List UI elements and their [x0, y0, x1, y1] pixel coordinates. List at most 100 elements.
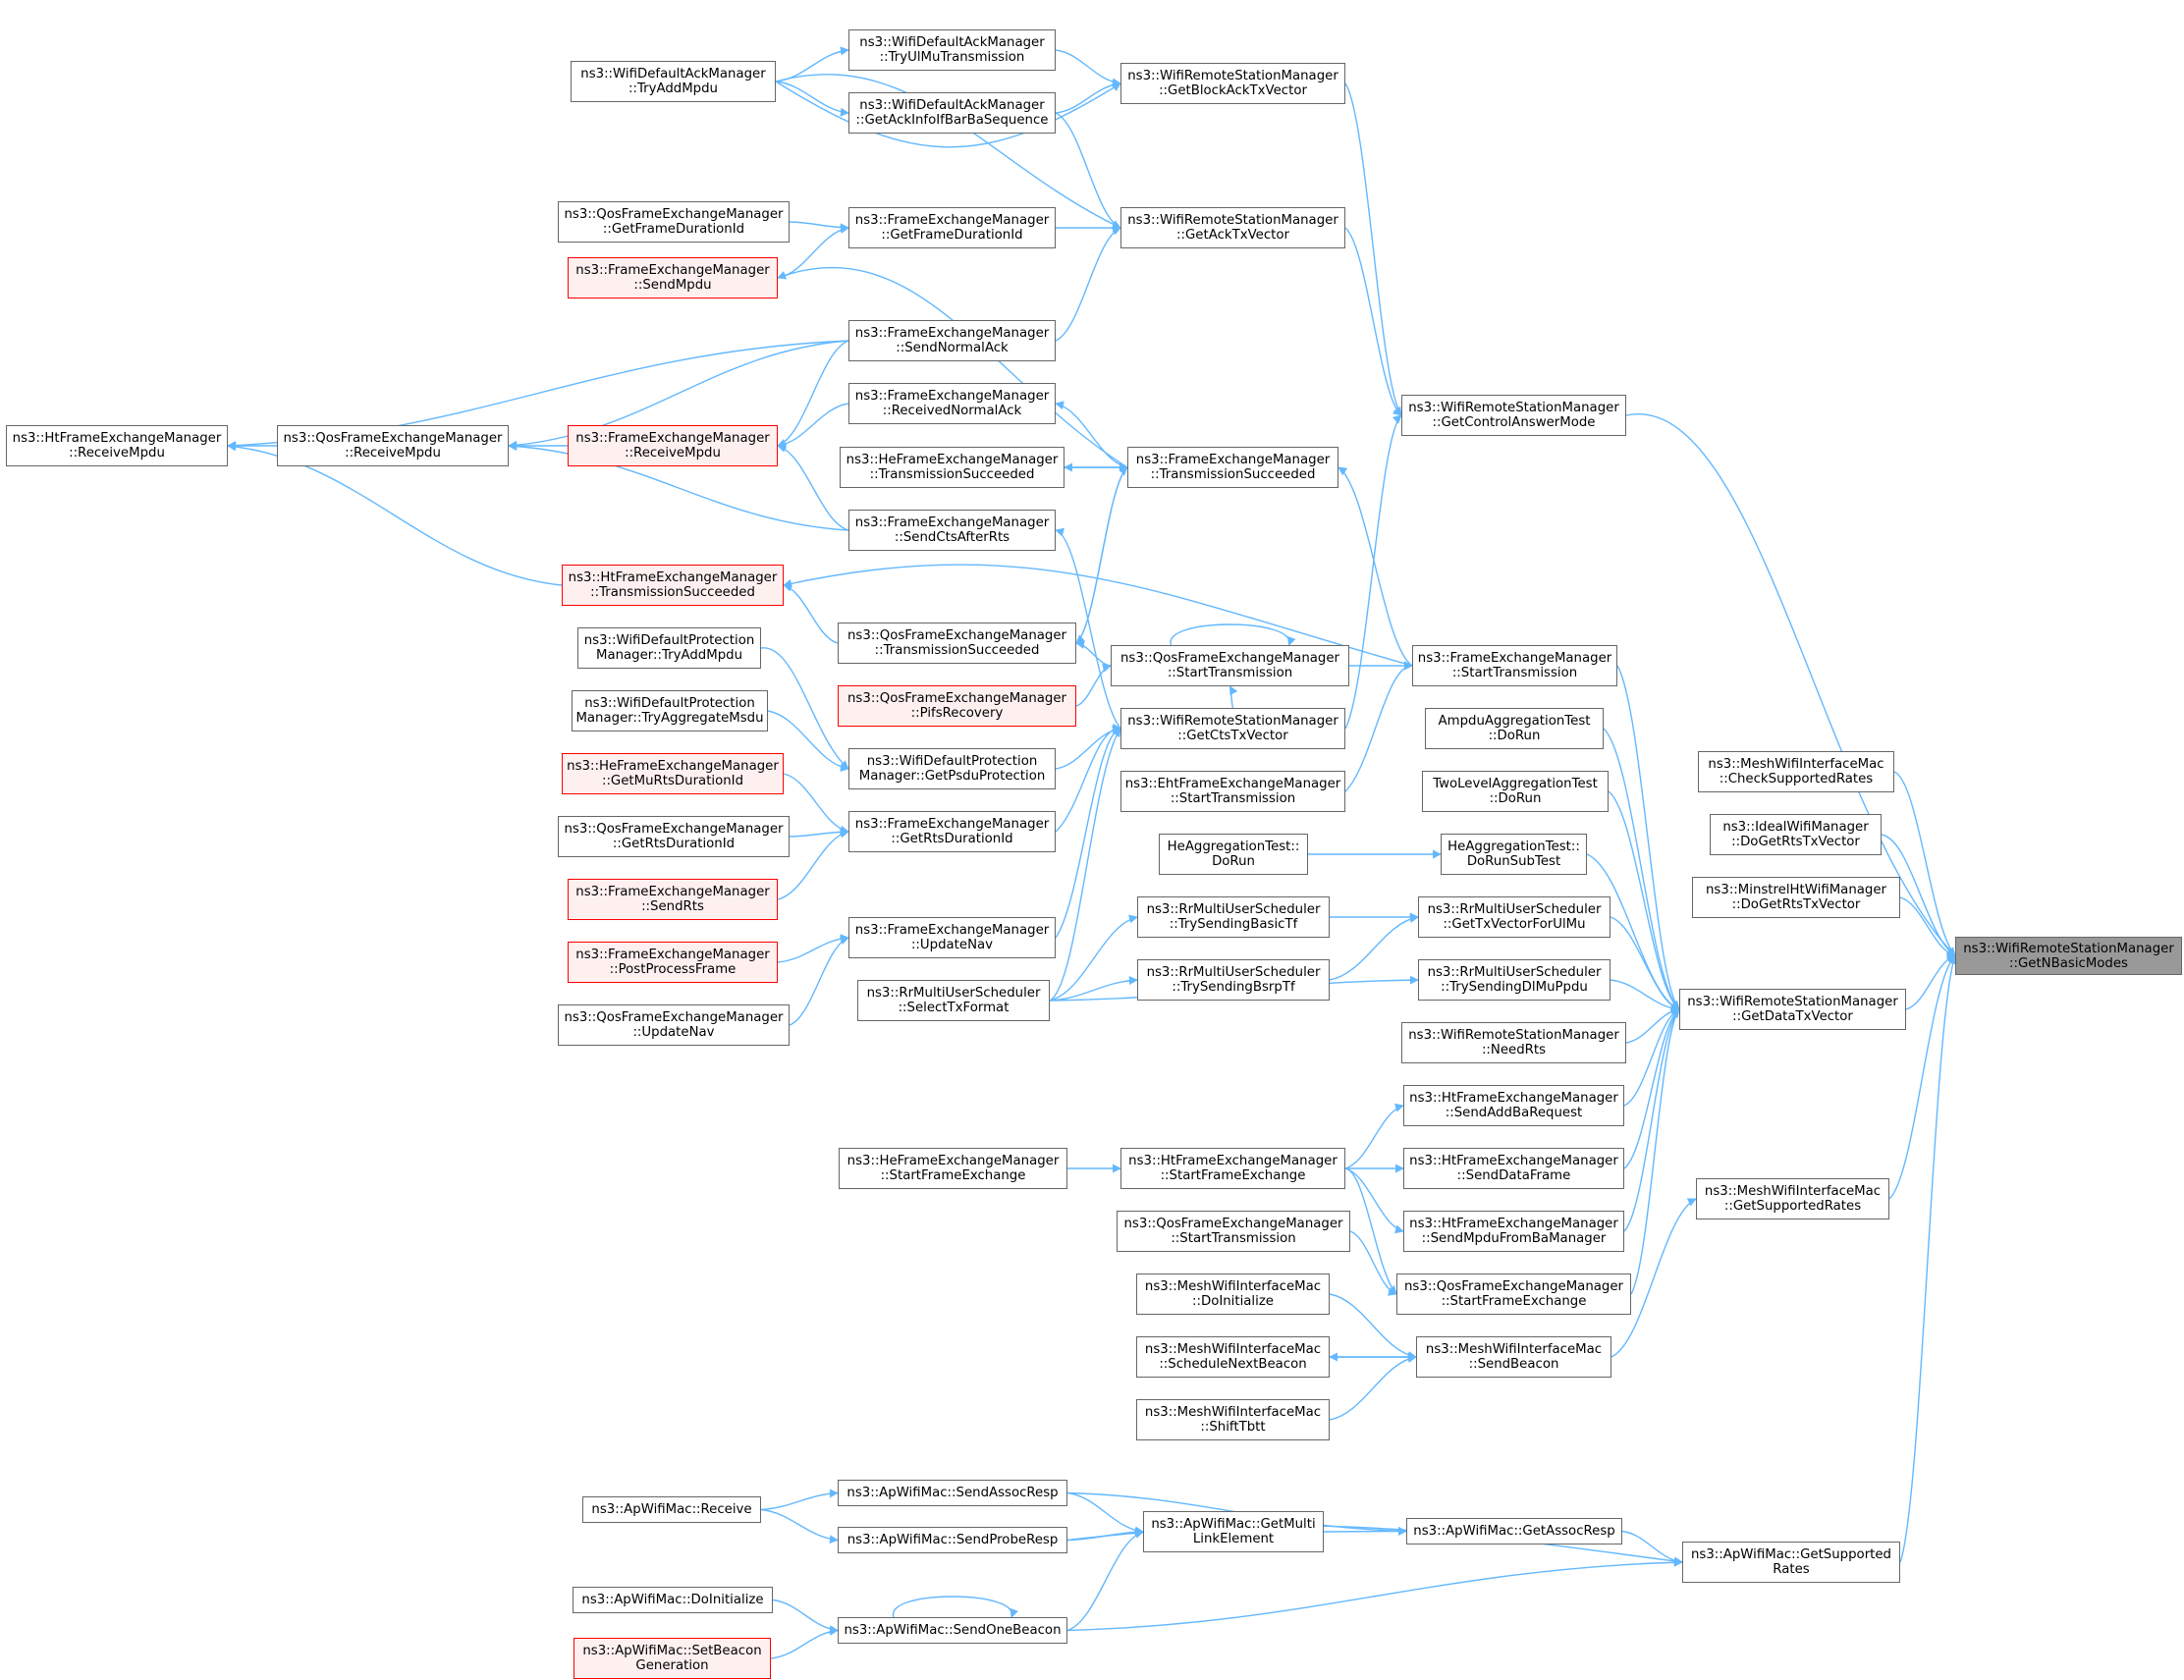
node-label-line: Manager::GetPsduProtection [858, 769, 1046, 784]
node-get-control-answer-mode[interactable]: ns3::WifiRemoteStationManager::GetContro… [1401, 395, 1626, 436]
node-fem-send-normal-ack[interactable]: ns3::FrameExchangeManager::SendNormalAck [848, 320, 1056, 361]
node-rr-try-sending-dlmu[interactable]: ns3::RrMultiUserScheduler::TrySendingDlM… [1418, 959, 1611, 1001]
call-edge [1625, 412, 1956, 957]
node-get-block-ack-tx-vector[interactable]: ns3::WifiRemoteStationManager::GetBlockA… [1120, 63, 1345, 104]
node-dam-try-add-mpdu[interactable]: ns3::WifiDefaultAckManager::TryAddMpdu [571, 61, 776, 102]
node-rr-select-tx-format[interactable]: ns3::RrMultiUserScheduler::SelectTxForma… [857, 980, 1050, 1021]
node-ms-shift-tbtt[interactable]: ns3::MeshWifiInterfaceMac::ShiftTbtt [1136, 1399, 1330, 1440]
node-qfem-pifs-recovery[interactable]: ns3::QosFrameExchangeManager::PifsRecove… [838, 685, 1076, 727]
node-fem-update-nav[interactable]: ns3::FrameExchangeManager::UpdateNav [848, 917, 1056, 958]
node-label-line: ::TrySendingBsrpTf [1172, 980, 1295, 995]
node-fem-received-normal-ack[interactable]: ns3::FrameExchangeManager::ReceivedNorma… [848, 383, 1056, 424]
node-rr-try-sending-basic-tf[interactable]: ns3::RrMultiUserScheduler::TrySendingBas… [1137, 896, 1330, 938]
node-ap-send-assoc-resp[interactable]: ns3::ApWifiMac::SendAssocResp [838, 1480, 1067, 1506]
node-fem-start-transmission[interactable]: ns3::FrameExchangeManager::StartTransmis… [1412, 645, 1617, 686]
node-label-line: ns3::QosFrameExchangeManager [564, 822, 784, 837]
node-label-line: ns3::ApWifiMac::SendAssocResp [846, 1486, 1059, 1500]
node-label-line: ::GetNBasicModes [2009, 955, 2128, 971]
node-fem-send-mpdu[interactable]: ns3::FrameExchangeManager::SendMpdu [568, 257, 778, 298]
node-qfem-update-nav[interactable]: ns3::QosFrameExchangeManager::UpdateNav [558, 1004, 790, 1046]
node-qfem-get-rts-duration[interactable]: ns3::QosFrameExchangeManager::GetRtsDura… [558, 816, 790, 857]
node-ms-schedule-next-beacon[interactable]: ns3::MeshWifiInterfaceMac::ScheduleNextB… [1136, 1336, 1330, 1378]
node-ht-receive-mpdu[interactable]: ns3::HtFrameExchangeManager::ReceiveMpdu [6, 425, 228, 466]
node-minstrel-do-get-rts[interactable]: ns3::MinstrelHtWifiManager::DoGetRtsTxVe… [1692, 877, 1900, 918]
call-edge [1344, 1167, 1397, 1295]
node-label-line: ns3::ApWifiMac::GetMulti [1151, 1517, 1316, 1532]
node-he-get-murts-duration[interactable]: ns3::HeFrameExchangeManager::GetMuRtsDur… [562, 753, 784, 794]
node-ap-send-one-beacon[interactable]: ns3::ApWifiMac::SendOneBeacon [838, 1617, 1067, 1644]
node-fem-transmission-succeeded[interactable]: ns3::FrameExchangeManager::TransmissionS… [1127, 447, 1338, 488]
node-qfem-start-frame-exchange[interactable]: ns3::QosFrameExchangeManager::StartFrame… [1396, 1274, 1631, 1315]
node-ms-get-supported-rates[interactable]: ns3::MeshWifiInterfaceMac::GetSupportedR… [1696, 1178, 1889, 1219]
node-ap-do-initialize[interactable]: ns3::ApWifiMac::DoInitialize [573, 1587, 773, 1613]
node-ap-receive[interactable]: ns3::ApWifiMac::Receive [582, 1496, 761, 1523]
node-fem-send-rts[interactable]: ns3::FrameExchangeManager::SendRts [568, 879, 778, 920]
node-eht-start-transmission[interactable]: ns3::EhtFrameExchangeManager::StartTrans… [1120, 771, 1345, 812]
node-ms-send-beacon[interactable]: ns3::MeshWifiInterfaceMac::SendBeacon [1416, 1336, 1611, 1378]
node-label-line: ns3::FrameExchangeManager [854, 213, 1050, 228]
call-edge [1075, 466, 1128, 644]
node-he-transmission-succeeded[interactable]: ns3::HeFrameExchangeManager::Transmissio… [840, 447, 1065, 488]
node-label-line: ::ReceiveMpdu [345, 446, 441, 461]
node-qfem-start-transmission-2[interactable]: ns3::QosFrameExchangeManager::StartTrans… [1117, 1211, 1350, 1252]
call-edge [777, 444, 849, 531]
node-ht-start-frame-exchange[interactable]: ns3::HtFrameExchangeManager::StartFrameE… [1120, 1148, 1345, 1189]
node-label-line: ns3::HtFrameExchangeManager [1409, 1217, 1618, 1231]
node-ap-get-assoc-resp[interactable]: ns3::ApWifiMac::GetAssocResp [1406, 1518, 1622, 1545]
node-label-line: ::ShiftTbtt [1200, 1420, 1266, 1435]
node-label-line: LinkElement [1192, 1532, 1275, 1546]
node-qfem-transmission-succeeded[interactable]: ns3::QosFrameExchangeManager::Transmissi… [838, 623, 1076, 664]
node-label-line: ::StartTransmission [1170, 791, 1296, 806]
node-label-line: ns3::MeshWifiInterfaceMac [1144, 1405, 1322, 1420]
node-ht-send-data-frame[interactable]: ns3::HtFrameExchangeManager::SendDataFra… [1403, 1148, 1624, 1189]
node-dam-try-ulmu[interactable]: ns3::WifiDefaultAckManager::TryUlMuTrans… [848, 29, 1056, 71]
node-he-aggregation-subtest[interactable]: HeAggregationTest::DoRunSubTest [1441, 834, 1587, 875]
node-get-data-tx-vector[interactable]: ns3::WifiRemoteStationManager::GetDataTx… [1679, 989, 1906, 1030]
node-label-line: ::NeedRts [1481, 1043, 1547, 1057]
node-rr-try-sending-bsrp-tf[interactable]: ns3::RrMultiUserScheduler::TrySendingBsr… [1137, 959, 1330, 1001]
node-label-line: ns3::QosFrameExchangeManager [1404, 1279, 1623, 1294]
call-edge [770, 1626, 839, 1659]
node-ideal-do-get-rts[interactable]: ns3::IdealWifiManager::DoGetRtsTxVector [1710, 814, 1882, 855]
node-label-line: ns3::RrMultiUserScheduler [1146, 965, 1321, 980]
node-rr-get-tx-vector-ulmu[interactable]: ns3::RrMultiUserScheduler::GetTxVectorFo… [1418, 896, 1611, 938]
node-ms-do-initialize[interactable]: ns3::MeshWifiInterfaceMac::DoInitialize [1136, 1274, 1330, 1315]
node-label-line: ::ScheduleNextBeacon [1159, 1357, 1307, 1372]
node-label-line: Rates [1773, 1562, 1810, 1577]
call-edge [1344, 661, 1413, 792]
node-ht-transmission-succeeded[interactable]: ns3::HtFrameExchangeManager::Transmissio… [562, 565, 784, 606]
node-fem-get-frame-duration[interactable]: ns3::FrameExchangeManager::GetFrameDurat… [848, 207, 1056, 248]
node-label-line: ns3::ApWifiMac::Receive [591, 1502, 752, 1517]
node-need-rts[interactable]: ns3::WifiRemoteStationManager::NeedRts [1401, 1022, 1626, 1063]
node-label-line: ::DoGetRtsTxVector [1731, 835, 1860, 849]
node-qfem-receive-mpdu[interactable]: ns3::QosFrameExchangeManager::ReceiveMpd… [277, 425, 509, 466]
node-ap-send-probe-resp[interactable]: ns3::ApWifiMac::SendProbeResp [838, 1527, 1067, 1553]
call-edge [1616, 665, 1680, 1010]
node-label-line: ::SendCtsAfterRts [894, 530, 1010, 545]
node-ht-send-addba-request[interactable]: ns3::HtFrameExchangeManager::SendAddBaRe… [1403, 1085, 1624, 1126]
node-ms-check-supported-rates[interactable]: ns3::MeshWifiInterfaceMac::CheckSupporte… [1698, 751, 1894, 792]
node-qfem-start-transmission[interactable]: ns3::QosFrameExchangeManager::StartTrans… [1111, 645, 1349, 686]
node-get-ack-tx-vector[interactable]: ns3::WifiRemoteStationManager::GetAckTxV… [1120, 207, 1345, 248]
node-ht-send-mpdu-from-ba[interactable]: ns3::HtFrameExchangeManager::SendMpduFro… [1403, 1211, 1624, 1252]
node-fem-receive-mpdu[interactable]: ns3::FrameExchangeManager::ReceiveMpdu [568, 425, 778, 466]
node-fem-get-rts-duration[interactable]: ns3::FrameExchangeManager::GetRtsDuratio… [848, 811, 1056, 852]
node-fem-post-process-frame[interactable]: ns3::FrameExchangeManager::PostProcessFr… [568, 942, 778, 983]
node-dam-get-ack-info[interactable]: ns3::WifiDefaultAckManager::GetAckInfoIf… [848, 92, 1056, 134]
node-he-aggregation-dorun[interactable]: HeAggregationTest::DoRun [1159, 834, 1308, 875]
node-get-cts-tx-vector[interactable]: ns3::WifiRemoteStationManager::GetCtsTxV… [1120, 708, 1345, 749]
node-qfem-get-frame-duration[interactable]: ns3::QosFrameExchangeManager::GetFrameDu… [558, 201, 790, 243]
call-edge [775, 81, 849, 117]
node-two-level-aggregation-test[interactable]: TwoLevelAggregationTest::DoRun [1422, 771, 1609, 812]
node-ampdu-aggregation-test[interactable]: AmpduAggregationTest::DoRun [1425, 708, 1604, 749]
node-fem-send-cts-after-rts[interactable]: ns3::FrameExchangeManager::SendCtsAfterR… [848, 510, 1056, 551]
node-label-line: ::ReceiveMpdu [69, 446, 165, 461]
node-he-start-frame-exchange[interactable]: ns3::HeFrameExchangeManager::StartFrameE… [839, 1148, 1067, 1189]
node-label-line: HeAggregationTest:: [1447, 840, 1580, 854]
